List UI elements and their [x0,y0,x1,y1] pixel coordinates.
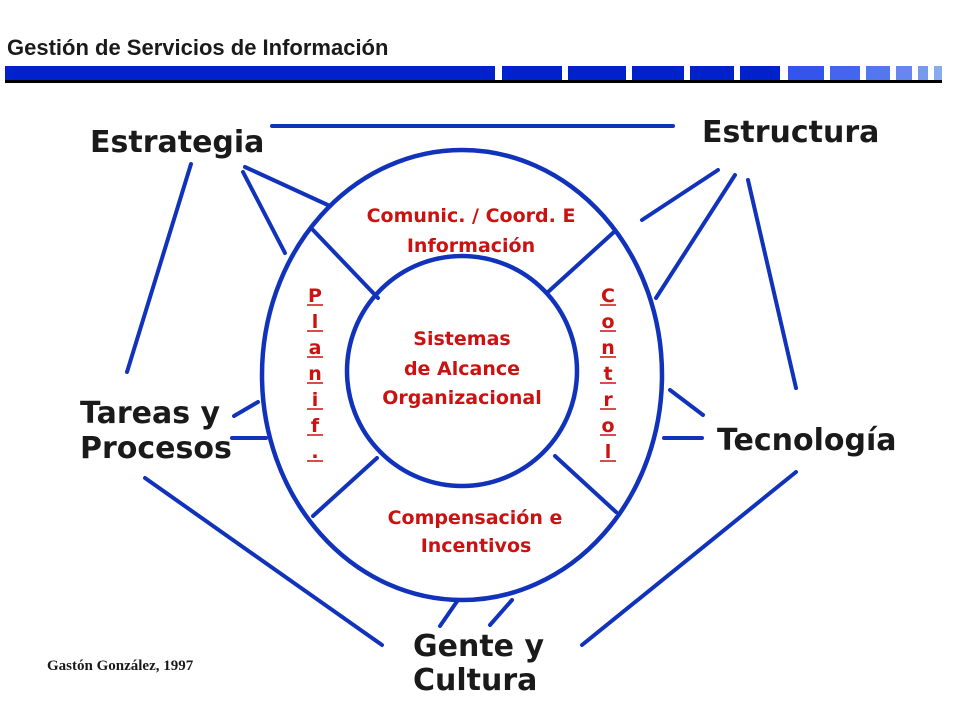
ring-label-bottom-line2: Incentivos [421,535,532,557]
line-estrategia-tareas [125,162,193,374]
spoke-bottom-left [311,456,379,518]
header-bar-shadow [5,80,942,83]
header-bar-segment [502,66,562,80]
spoke-top-left [311,228,380,300]
header-bar-segment [568,66,626,80]
planif-letter: a [309,337,322,359]
node-estrategia: Estrategia [90,125,264,160]
node-tareas-line1: Tareas y [80,396,221,431]
line-estructura-tecnologia [746,178,798,390]
node-tareas-line2: Procesos [80,431,232,466]
header-bar [5,66,942,83]
header-bar-segment [5,66,495,80]
control-letter: C [601,285,615,307]
header-bar-segment [896,66,912,80]
node-estructura: Estructura [702,115,879,150]
control-letter: r [603,389,613,411]
inner-circle [344,253,580,489]
control-letter: o [601,311,614,333]
line-estructura-ring-a [640,168,720,222]
line-estrategia-ring-b [241,170,287,255]
line-gente-ring-b [488,598,514,627]
connectors [125,124,798,647]
control-letter: o [601,415,614,437]
ring-label-top-line2: Información [407,235,535,257]
header-bar-segment [934,66,942,80]
node-gente-line1: Gente y [413,629,544,664]
node-tecnologia: Tecnología [717,423,896,458]
credit-note: Gastón González, 1997 [47,658,194,674]
ring-label-top-line1: Comunic. / Coord. E [367,205,576,227]
line-tareas-gente [143,476,384,647]
ring-label-left-vertical: P l a n i f . [307,285,323,463]
planif-letter: P [308,285,322,307]
planif-letter: f [311,415,320,437]
planif-letter: . [311,441,318,463]
ring-label-bottom-line1: Compensación e [388,507,563,529]
center-label-line2: de Alcance [404,358,520,380]
center-label-line1: Sistemas [413,328,510,350]
ring-label-right-vertical: C o n t r o l [600,285,616,463]
spoke-bottom-right [553,454,618,514]
line-estructura-ring-b [654,173,737,300]
header-bar-segment [866,66,890,80]
page-title: Gestión de Servicios de Información [7,35,388,60]
control-letter: t [603,363,612,385]
line-tecnologia-ring-a [668,388,705,417]
planif-letter: l [312,311,319,333]
header-bar-segment [788,66,824,80]
control-letter: n [601,337,615,359]
planif-letter: n [308,363,322,385]
node-gente-line2: Cultura [413,663,537,698]
line-estrategia-ring-a [243,165,332,208]
ring-spokes [311,228,618,518]
outer-ring [259,147,665,603]
header-bar-segment [740,66,780,80]
spoke-top-right [546,230,616,294]
header-bar-segment [918,66,928,80]
center-label-line3: Organizacional [382,387,542,409]
header-bar-segment [830,66,860,80]
line-gente-ring-a [438,598,460,628]
line-tecnologia-gente [580,470,798,647]
line-tareas-ring-a [232,400,260,418]
header-bar-segment [632,66,684,80]
control-letter: l [605,441,612,463]
planif-letter: i [312,389,319,411]
header-bar-segment [690,66,734,80]
